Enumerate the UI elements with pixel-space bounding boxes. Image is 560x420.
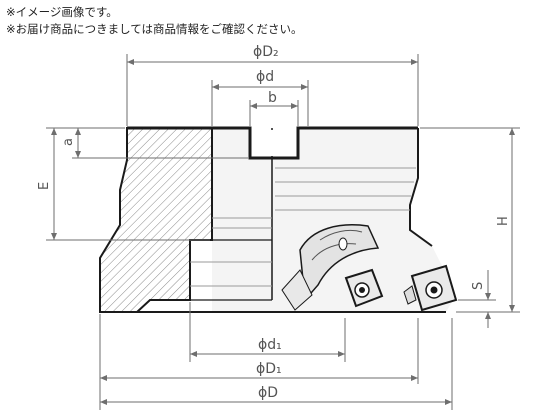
section-hatch: [99, 127, 213, 313]
insert-right: [403, 264, 458, 312]
label-E: E: [37, 182, 52, 190]
insert-left: [344, 268, 384, 308]
chip-pocket: [281, 224, 380, 311]
label-H: H: [496, 216, 511, 226]
note-product-info: ※お届け商品につきましては商品情報をご確認ください。: [6, 22, 303, 36]
label-D2: ϕD₂: [253, 44, 279, 60]
dimension-lines: [46, 54, 520, 410]
note-image-disclaimer: ※イメージ画像です。: [6, 5, 118, 19]
cutter-body: [99, 126, 452, 313]
label-d: ϕd: [256, 69, 274, 85]
label-b: b: [268, 90, 277, 106]
label-a: a: [61, 138, 76, 146]
label-d1: ϕd₁: [258, 337, 282, 353]
label-D: ϕD: [258, 385, 278, 401]
label-S: S: [471, 282, 486, 290]
label-D1: ϕD₁: [256, 361, 282, 377]
